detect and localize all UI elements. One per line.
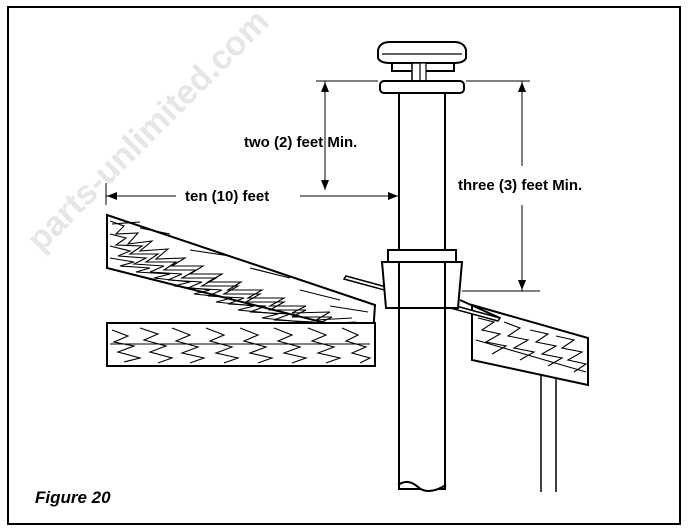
ten-feet-label: ten (10) feet bbox=[185, 188, 269, 205]
dimension-ten-feet bbox=[105, 183, 398, 205]
roof-right bbox=[459, 299, 589, 492]
lower-roof-left bbox=[106, 322, 376, 367]
right-roof-wood-grain bbox=[475, 317, 588, 373]
storm-collar bbox=[380, 249, 464, 309]
two-feet-label: two (2) feet Min. bbox=[244, 134, 357, 151]
watermark-text: parts-unlimited.com bbox=[20, 2, 277, 259]
watermark: parts-unlimited.com bbox=[20, 2, 277, 259]
dimension-two-feet bbox=[316, 80, 378, 190]
figure-caption: Figure 20 bbox=[35, 488, 111, 507]
three-feet-label: three (3) feet Min. bbox=[458, 177, 582, 194]
dimension-three-feet bbox=[462, 80, 540, 292]
lower-roof-wood-grain bbox=[110, 327, 372, 364]
chimney-cap bbox=[377, 41, 467, 94]
upper-roof-wood-grain bbox=[109, 220, 369, 335]
upper-roof-left bbox=[106, 213, 377, 337]
